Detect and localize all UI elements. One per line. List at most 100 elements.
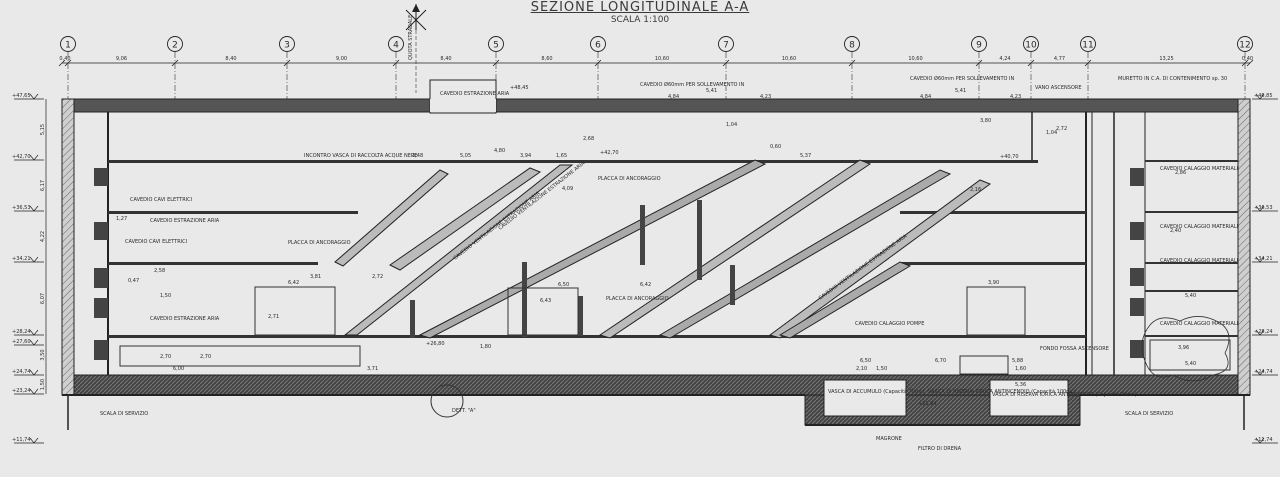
grid-axis-bubble [388,36,404,52]
label-scala-dx: SCALA DI SERVIZIO [1125,411,1173,417]
dimension-span: 4,24 [999,56,1010,62]
label-muretto: MURETTO IN C.A. DI CONTENIMENTO sp. 30 [1118,76,1227,82]
label-estr-2: CAVEDIO ESTRAZIONE ARIA [150,316,220,322]
dim: 4,23 [1010,94,1021,100]
dim: 2,72 [1056,126,1067,132]
dimensions: 4,84 5,41 4,23 4,84 5,41 4,23 5,05 3,94 … [116,88,1196,388]
level-mark-icon [1252,93,1278,100]
dim: 1,04 [1046,130,1057,136]
grid-axis-label: 2 [172,41,178,51]
dimension-span: 0,40 [59,56,70,62]
level-right: +34,21 [1254,256,1273,262]
label-estr-1: CAVEDIO ESTRAZIONE ARIA [150,218,220,224]
label-north-sub: QUOTA STRADALE [408,15,414,60]
level-left: +23,24 [12,388,31,394]
level-mark-icon [14,437,44,444]
grid-axis-label: 10 [1025,41,1037,51]
grid-axis-label: 12 [1239,41,1250,51]
label-placca-3: PLACCA DI ANCORAGGIO [606,296,669,302]
dimension-span: 10,60 [655,56,669,62]
dim: 5,37 [800,153,811,159]
label-calaggio-3: CAVEDIO CALAGGIO MATERIALI [1160,258,1238,264]
grid-axis-label: 11 [1082,41,1093,51]
level-left: +36,53 [12,205,31,211]
dim: 2,70 [160,354,171,360]
level-height: 6,07 [40,293,46,304]
grid-axis-label: 1 [65,41,71,51]
dimension-span: 9,06 [116,56,127,62]
grid-axis-bubble [1237,36,1253,52]
level-marks: +47,65+42,70+36,53+34,21+28,24+27,60+24,… [12,93,1278,444]
dim: 3,96 [1178,345,1189,351]
dimension-span: 9,00 [336,56,347,62]
dim: 0,60 [770,144,781,150]
grid-axis-bubble [60,36,76,52]
label-quota-2: +42,70 [600,150,619,156]
label-fondo-fossa: FONDO FOSSA ASCENSORE [1040,346,1109,352]
dimension-span: 10,60 [782,56,796,62]
grid-axis-bubble [488,36,504,52]
level-mark-icon [1252,437,1278,444]
label-cavedio-460b: CAVEDIO Ø60mm PER SOLLEVAMENTO IN [910,75,1015,82]
grid-axis-bubble [718,36,734,52]
label-calaggio-4: CAVEDIO CALAGGIO MATERIALI [1160,321,1238,327]
level-height: 6,17 [40,180,46,191]
dimension-span: 13,25 [1159,56,1173,62]
grid-axis-bubble [279,36,295,52]
dim: 2,16 [970,187,981,193]
label-placca-2: PLACCA DI ANCORAGGIO [288,240,351,246]
label-vent-2: CAVEDIO VENTILAZIONE ESTRAZIONE ARIA [498,160,587,231]
dimension-span: 8,40 [440,56,451,62]
level-left: +27,60 [12,339,31,345]
label-cavi-1: CAVEDIO CAVI ELETTRICI [130,197,192,203]
grid-axis-label: 3 [284,41,290,51]
dim: 5,41 [706,88,717,94]
dim: 1,04 [726,122,737,128]
dim: 3,81 [310,274,321,280]
dim: 5,05 [460,153,471,159]
label-calaggio-2: CAVEDIO CALAGGIO MATERIALI [1160,224,1238,230]
level-mark-icon [14,93,44,100]
dim: 2,68 [583,136,594,142]
dim: 5,88 [1012,358,1023,364]
dimension-span: 8,60 [541,56,552,62]
dim: 6,70 [935,358,946,364]
dim: 2,86 [1175,170,1186,176]
dim: 4,09 [562,186,573,192]
dim: 3,71 [367,366,378,372]
dim: 2,58 [154,268,165,274]
dim: 1,50 [876,366,887,372]
dim: 0,47 [128,278,139,284]
level-mark-icon [1252,205,1278,212]
grid-axis-bubble [1080,36,1096,52]
label-quota-5: +21,94 [918,401,937,407]
grid-axis-label: 4 [393,41,399,51]
label-filtro: FILTRO DI DRENA [918,446,962,452]
grid-axis-label: 8 [849,41,855,51]
dim: 4,84 [920,94,931,100]
dim: 6,43 [540,298,551,304]
level-left: +47,65 [12,93,31,99]
label-magrone: MAGRONE [876,436,902,442]
level-mark-icon [1252,329,1278,336]
dim: 3,80 [980,118,991,124]
grid-axis-label: 7 [723,41,729,51]
label-quota-4: +26,80 [426,341,445,347]
level-mark-icon [14,339,44,346]
label-dett: DETT. "A" [452,408,476,414]
dim: 6,50 [860,358,871,364]
grid-axis-label: 9 [976,41,982,51]
label-cavedio-460a: CAVEDIO Ø60mm PER SOLLEVAMENTO IN [640,81,745,88]
label-vasca-2: VASCA DI RISERVA IDRICA ANTINCENDIO (Cap… [928,388,1076,395]
dim: 1,50 [160,293,171,299]
dim: 5,41 [955,88,966,94]
dim: 1,60 [1015,366,1026,372]
dim: 6,00 [173,366,184,372]
dim: 1,80 [480,344,491,350]
dim: 2,72 [372,274,383,280]
level-height: 3,50 [40,349,46,360]
label-vasca-3: VASCA DI RISERVA IDRICA ANTINCENDIO (Cap… [992,391,1137,398]
grid-axis-bubble [971,36,987,52]
dim: 4,23 [760,94,771,100]
